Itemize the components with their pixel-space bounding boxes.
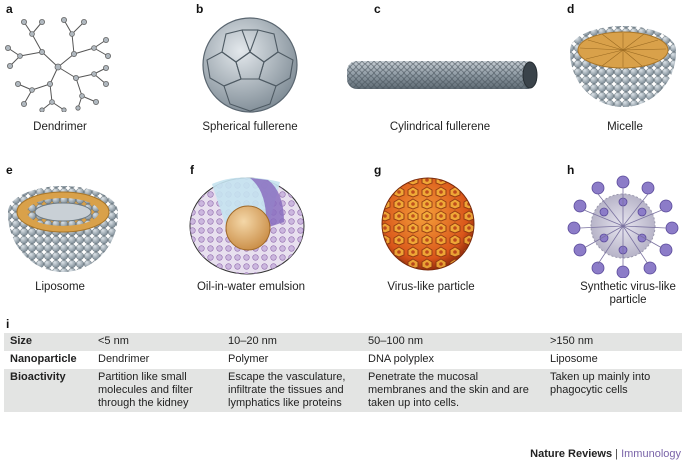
table-row-size: Size <5 nm 10–20 nm 50–100 nm >150 nm (4, 333, 682, 351)
row-header-bioactivity: Bioactivity (4, 369, 92, 412)
cylindrical-fullerene-illustration (347, 61, 538, 89)
spherical-fullerene-illustration (202, 17, 298, 113)
table-cell: Dendrimer (92, 351, 222, 369)
nanoparticle-properties-table: Size <5 nm 10–20 nm 50–100 nm >150 nm Na… (4, 333, 682, 412)
panel-letter-g: g (374, 163, 382, 177)
table-cell: DNA polyplex (362, 351, 544, 369)
panel-letter-f: f (190, 163, 194, 177)
table-cell: Escape the vasculature, infiltrate the t… (222, 369, 362, 412)
caption-micelle: Micelle (607, 121, 643, 133)
caption-dendrimer: Dendrimer (33, 121, 87, 133)
panel-letter-c: c (374, 2, 381, 16)
caption-virus-like-particle: Virus-like particle (387, 281, 475, 293)
emulsion-illustration (189, 177, 305, 275)
journal-name: Nature Reviews (530, 448, 613, 460)
journal-field: Immunology (621, 448, 681, 460)
table-cell: Liposome (544, 351, 682, 369)
panel-letter-i: i (6, 317, 10, 331)
table-cell: Partition like small molecules and filte… (92, 369, 222, 412)
journal-credit: Nature Reviews | Immunology (530, 448, 681, 460)
table-cell: Penetrate the mucosal membranes and the … (362, 369, 544, 412)
table-cell: >150 nm (544, 333, 682, 351)
panel-letter-d: d (567, 2, 575, 16)
caption-synthetic-virus-like-particle: Synthetic virus-like particle (580, 281, 676, 306)
table-cell: 50–100 nm (362, 333, 544, 351)
synthetic-virus-like-particle-illustration (567, 175, 679, 278)
liposome-illustration (8, 186, 118, 272)
table-row-bioactivity: Bioactivity Partition like small molecul… (4, 369, 682, 412)
row-header-size: Size (4, 333, 92, 351)
credit-separator: | (615, 448, 619, 460)
virus-like-particle-illustration (381, 177, 475, 271)
table-cell: Taken up mainly into phagocytic cells (544, 369, 682, 412)
table-row-nanoparticle: Nanoparticle Dendrimer Polymer DNA polyp… (4, 351, 682, 369)
dendrimer-illustration (5, 17, 112, 112)
micelle-illustration (570, 26, 676, 107)
table-cell: 10–20 nm (222, 333, 362, 351)
caption-liposome: Liposome (35, 281, 85, 293)
table-cell: Polymer (222, 351, 362, 369)
panel-letter-e: e (6, 163, 13, 177)
panel-letter-h: h (567, 163, 575, 177)
panel-letter-b: b (196, 2, 204, 16)
table-cell: <5 nm (92, 333, 222, 351)
caption-spherical-fullerene: Spherical fullerene (202, 121, 298, 133)
caption-cylindrical-fullerene: Cylindrical fullerene (389, 121, 491, 133)
row-header-nanoparticle: Nanoparticle (4, 351, 92, 369)
caption-emulsion: Oil-in-water emulsion (196, 281, 305, 293)
panel-letter-a: a (6, 2, 13, 16)
